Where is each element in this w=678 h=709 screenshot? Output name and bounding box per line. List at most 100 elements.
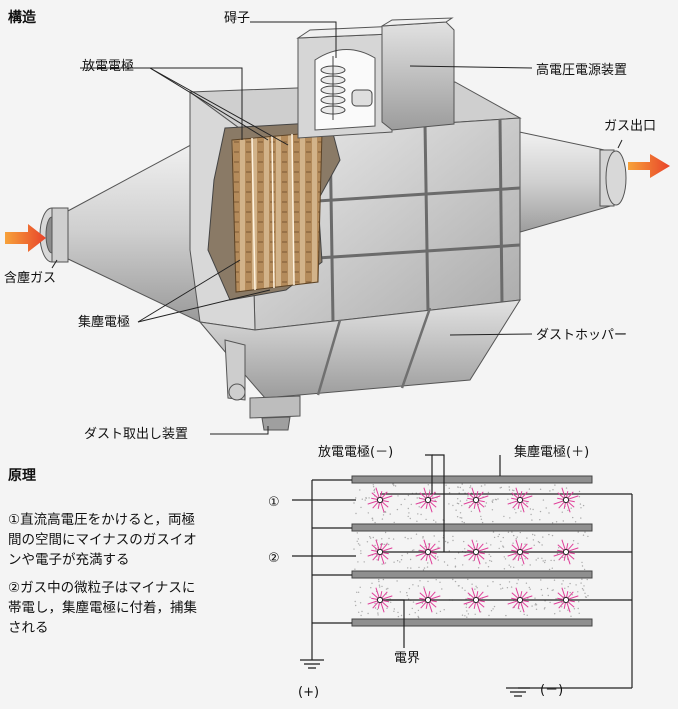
dust-speck — [584, 592, 586, 594]
dust-speck — [376, 559, 378, 561]
dust-speck — [465, 603, 468, 606]
dust-speck — [570, 507, 572, 509]
dust-speck — [447, 541, 449, 543]
dust-speck — [466, 616, 468, 618]
dust-speck — [507, 498, 509, 500]
dust-speck — [544, 561, 546, 564]
dust-speck — [544, 607, 546, 609]
dust-speck — [410, 567, 412, 569]
dust-speck — [541, 557, 543, 559]
dust-speck — [575, 584, 577, 586]
dust-speck — [511, 531, 513, 533]
dust-speck — [392, 538, 395, 540]
dust-speck — [367, 612, 369, 615]
dust-speck — [463, 540, 465, 543]
label-dust-removal: ダスト取出し装置 — [84, 427, 188, 442]
dust-speck — [461, 504, 463, 507]
dust-speck — [427, 484, 429, 486]
dust-speck — [467, 578, 469, 581]
dust-speck — [492, 608, 494, 610]
dust-speck — [561, 602, 563, 604]
dust-speck — [577, 542, 579, 545]
dust-speck — [367, 512, 369, 514]
dust-speck — [359, 489, 361, 491]
dust-speck — [448, 503, 450, 505]
dust-speck — [470, 510, 473, 513]
dust-speck — [513, 566, 515, 568]
schematic-field-label: 電界 — [394, 651, 420, 666]
dust-speck — [520, 510, 522, 512]
dust-speck — [499, 583, 501, 586]
dust-speck — [506, 587, 509, 589]
dusty-gas-arrow — [5, 224, 46, 252]
dust-speck — [573, 608, 576, 610]
dust-speck — [417, 616, 420, 619]
dust-speck — [585, 596, 588, 598]
dust-speck — [400, 503, 402, 506]
dust-speck — [417, 609, 420, 612]
dust-speck — [408, 512, 410, 514]
dust-speck — [577, 607, 579, 610]
dust-speck — [356, 532, 358, 534]
dust-speck — [372, 536, 374, 539]
dust-speck — [480, 518, 483, 520]
label-collecting-electrode: 集塵電極 — [78, 314, 130, 330]
dust-speck — [529, 564, 531, 566]
dust-speck — [509, 517, 511, 519]
dust-speck — [528, 488, 531, 490]
dust-speck — [427, 580, 429, 583]
dust-speck — [485, 502, 487, 504]
dust-speck — [396, 580, 398, 582]
dust-speck — [488, 614, 490, 617]
dust-speck — [363, 561, 365, 563]
dust-speck — [569, 591, 571, 594]
dust-speck — [466, 499, 468, 501]
dust-speck — [397, 615, 400, 618]
dust-speck — [455, 509, 457, 511]
dust-speck — [463, 521, 465, 524]
dust-speck — [462, 564, 464, 566]
dust-speck — [384, 543, 386, 546]
label-discharge-electrode: 放電電極 — [82, 58, 134, 74]
dust-speck — [513, 534, 515, 537]
dust-speck — [502, 536, 504, 539]
dust-speck — [378, 584, 381, 586]
label-gas-outlet: ガス出口 — [604, 119, 656, 134]
dust-speck — [516, 582, 518, 585]
dust-speck — [519, 531, 521, 534]
dust-speck — [433, 519, 435, 521]
dust-speck — [581, 565, 584, 567]
dust-speck — [561, 583, 563, 585]
dust-speck — [474, 613, 476, 615]
dust-speck — [490, 544, 492, 546]
dust-speck — [386, 607, 388, 609]
dust-speck — [374, 607, 377, 609]
dust-speck — [462, 489, 464, 491]
dust-speck — [457, 585, 460, 587]
dust-speck — [547, 594, 549, 597]
dust-speck — [469, 486, 471, 489]
dust-speck — [381, 563, 383, 565]
dust-speck — [357, 591, 360, 593]
principle-text: 原理 ①直流高電圧をかけると，両極 間の空間にマイナスのガスイオ ンや電子が充満… — [8, 468, 197, 636]
dust-speck — [396, 508, 399, 511]
dust-speck — [475, 540, 478, 542]
dust-speck — [366, 541, 369, 543]
dust-speck — [577, 591, 579, 593]
dust-speck — [422, 536, 424, 538]
dust-speck — [389, 513, 391, 515]
dust-speck — [567, 609, 569, 611]
dust-speck — [423, 567, 426, 569]
dust-speck — [444, 540, 447, 543]
dust-speck — [487, 491, 490, 494]
dust-speck — [497, 498, 499, 500]
dust-speck — [503, 556, 505, 558]
dust-speck — [423, 586, 425, 588]
dust-speck — [539, 488, 542, 490]
dust-speck — [434, 499, 436, 501]
dust-speck — [441, 588, 443, 590]
dust-speck — [562, 520, 564, 522]
schematic-minus-label: (－) — [540, 683, 563, 698]
corona-spark — [367, 487, 393, 513]
dust-speck — [553, 559, 555, 562]
